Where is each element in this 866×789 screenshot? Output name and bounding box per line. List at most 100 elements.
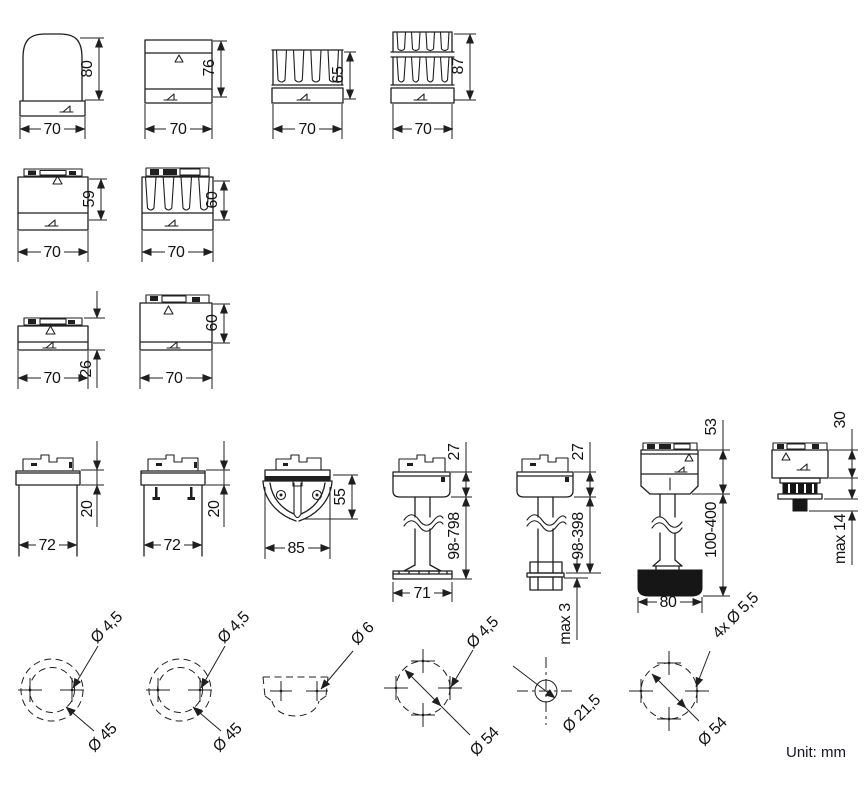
- width-label: 70: [299, 121, 316, 138]
- hole-leader-arrow: [450, 649, 474, 688]
- bolt-circle-leader-arrow: [65, 706, 95, 732]
- hole-center: [198, 688, 202, 692]
- module-60: 60 70: [139, 294, 230, 389]
- tube-length-label: 98-798: [446, 512, 463, 560]
- height-dimension: 59: [81, 178, 107, 221]
- height-dimension: 65: [330, 51, 356, 100]
- width-label: 70: [168, 244, 185, 261]
- tube: [414, 496, 431, 566]
- width-label: 71: [414, 585, 431, 602]
- height-dimension: 26: [78, 291, 105, 388]
- top-connector: [23, 317, 83, 326]
- threaded-stud: [792, 498, 808, 512]
- diameter-leader: [685, 707, 700, 722]
- hole-pattern-four-holes-55: Ø 54 4x Ø 5,5: [629, 589, 762, 750]
- led-lens-module: 65 70: [271, 49, 356, 139]
- height-dimension: 60: [204, 303, 230, 344]
- extension-lines: [144, 104, 213, 139]
- screw-head: [152, 497, 160, 500]
- height-dimension: 87: [450, 33, 476, 101]
- tube-mount-foot-80: 53 100-400 80: [637, 418, 730, 613]
- hole-center: [695, 689, 699, 693]
- tube-break: [403, 514, 444, 532]
- top-height-label: 27: [570, 443, 587, 460]
- base-plate: [392, 570, 453, 580]
- width-dimension: 70: [392, 104, 454, 139]
- mounting-base-72: 20 72: [15, 441, 104, 557]
- top-connector: [145, 167, 210, 177]
- width-dimension: 70: [17, 231, 89, 262]
- hole-leader-arrow: [72, 645, 99, 689]
- wall-bracket-85: 55 85: [262, 454, 358, 559]
- connector-block: [163, 169, 177, 175]
- stepped-connector: [147, 454, 199, 471]
- module-outline: [17, 176, 89, 231]
- tube-break: [526, 514, 567, 532]
- extension-lines: [564, 471, 601, 579]
- latch-symbol-icon: [296, 93, 311, 101]
- extension-lines: [139, 351, 213, 389]
- height-label: 65: [330, 66, 347, 83]
- hole-label: Ø 4,5: [464, 613, 503, 652]
- height-label: 76: [201, 59, 218, 76]
- extension-lines: [809, 498, 858, 512]
- lens-fins: [275, 49, 340, 83]
- tube-length-label: 98-398: [570, 512, 587, 560]
- height-label: 60: [204, 314, 221, 331]
- diameter-arrow: [651, 673, 687, 709]
- width-dimension: 72: [18, 537, 78, 554]
- flange: [779, 477, 821, 484]
- unit-note: Unit: mm: [786, 744, 846, 761]
- hex-nut-lower: [529, 576, 563, 591]
- base-outline: [140, 470, 206, 557]
- width-label: 70: [166, 370, 183, 387]
- height-label: 20: [79, 500, 96, 517]
- tube-mount-nut: 27 98-398 max 3: [516, 442, 601, 645]
- width-label: 85: [288, 540, 305, 557]
- width-label: 72: [39, 537, 56, 554]
- tube-break: [651, 516, 683, 534]
- top-height-label: 27: [446, 443, 463, 460]
- module-outline: [271, 49, 344, 104]
- top-height-label: 53: [703, 418, 720, 435]
- body-mark: [441, 477, 445, 482]
- screw-hole: [311, 489, 323, 501]
- height-label: 26: [78, 360, 95, 377]
- connector-block: [150, 296, 158, 301]
- diameter-leader: [440, 705, 471, 736]
- diameter-arrow: [404, 669, 442, 707]
- stepped-connector: [521, 454, 569, 472]
- width-dimension: 70: [144, 104, 213, 139]
- height-dimension: 76: [201, 40, 227, 98]
- tube: [659, 493, 676, 561]
- flange-washer: [526, 572, 565, 578]
- width-dimension: 70: [272, 104, 343, 139]
- band-shadow: [265, 476, 330, 480]
- hole-center: [28, 688, 32, 692]
- hole-center: [70, 688, 74, 692]
- module-outline: [141, 176, 214, 231]
- height-label: 55: [332, 488, 349, 505]
- height-dimension: 20: [206, 441, 230, 527]
- terminal-module-59: 59 70: [17, 168, 107, 262]
- extension-lines: [206, 469, 230, 486]
- width-dimension: 70: [139, 351, 213, 389]
- module-outline: [139, 302, 213, 351]
- connector-block: [647, 444, 655, 449]
- foot-flare: [652, 559, 683, 571]
- connector-block: [28, 319, 36, 324]
- bolt-circle-label: Ø 45: [85, 720, 121, 756]
- height-dimensions: 27 98-798: [446, 442, 472, 580]
- module-outline: [144, 39, 213, 104]
- hole-label: Ø 4,5: [215, 608, 254, 647]
- mounting-screws: [152, 487, 195, 500]
- connector-block: [68, 320, 75, 324]
- height-dimension: 80: [79, 37, 104, 101]
- hole-label: Ø 6: [348, 619, 378, 649]
- bracket-outline: [262, 676, 329, 717]
- led-module-60: 60 70: [141, 167, 230, 262]
- connector-block: [69, 171, 76, 175]
- hole-center: [279, 689, 283, 693]
- hole-label: Ø 4,5: [88, 608, 127, 647]
